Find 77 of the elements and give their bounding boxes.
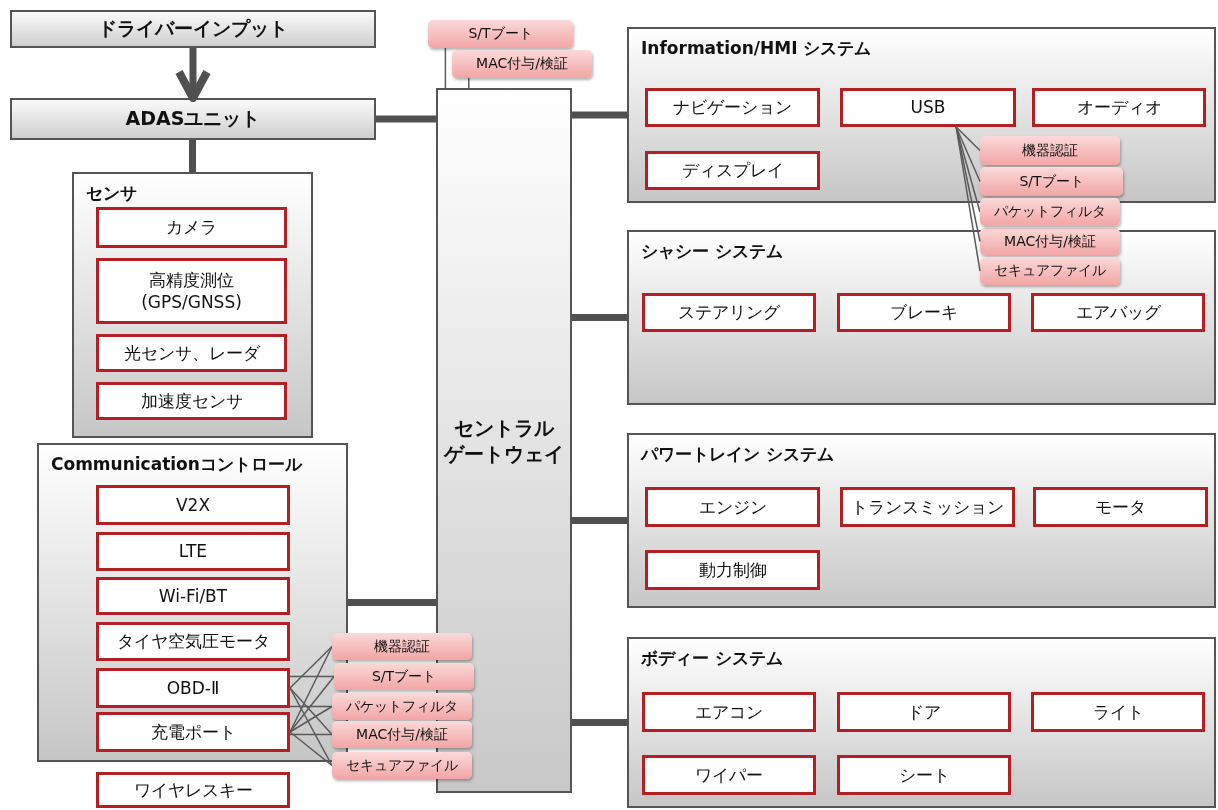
connector-line	[289, 687, 333, 736]
connector-line	[955, 126, 981, 213]
security-tag: S/Tブート	[334, 663, 474, 690]
unit-box: ADASユニット	[10, 98, 376, 140]
connector-line	[289, 687, 333, 767]
component-box: トランスミッション	[840, 487, 1015, 527]
connector-line	[289, 731, 333, 767]
component-box: エアバッグ	[1031, 293, 1205, 332]
connector-line	[572, 517, 627, 524]
connector-line	[955, 126, 981, 272]
connector-line	[289, 675, 335, 678]
component-box: ブレーキ	[837, 293, 1011, 332]
component-box: 光センサ、レーダ	[96, 334, 287, 372]
security-tag: 機器認証	[980, 136, 1120, 165]
component-box: Wi-Fi/BT	[96, 577, 290, 615]
connector-line	[444, 47, 447, 89]
security-tag: 機器認証	[332, 633, 472, 660]
component-box: 動力制御	[645, 550, 820, 590]
panel-heading: パワートレイン システム	[641, 443, 834, 466]
component-box: V2X	[96, 485, 290, 525]
component-box: タイヤ空気圧モータ	[96, 622, 290, 661]
security-tag: セキュアファイル	[980, 257, 1120, 285]
component-box: OBD-Ⅱ	[96, 668, 290, 708]
unit-box: ドライバーインプット	[10, 10, 376, 48]
connector-line	[955, 126, 981, 183]
connector-line	[348, 599, 436, 606]
component-box: LTE	[96, 532, 290, 571]
component-box: ディスプレイ	[645, 151, 820, 190]
arrow	[175, 48, 211, 102]
security-tag: S/Tブート	[980, 167, 1123, 196]
system-panel	[627, 230, 1216, 405]
component-box: ステアリング	[642, 293, 816, 332]
component-box: 充電ポート	[96, 712, 290, 752]
panel-heading: シャシー システム	[641, 240, 783, 263]
component-box: シート	[837, 755, 1011, 795]
component-box: カメラ	[96, 207, 287, 248]
connector-line	[955, 126, 981, 152]
system-panel	[72, 172, 313, 438]
connector-line	[189, 140, 196, 172]
system-panel	[627, 27, 1216, 203]
connector-line	[289, 705, 333, 733]
component-box: ドア	[837, 692, 1011, 732]
component-box: ライト	[1031, 692, 1205, 732]
panel-heading: Communicationコントロール	[51, 453, 302, 476]
component-box: ワイパー	[642, 755, 816, 795]
system-panel	[627, 433, 1216, 608]
component-box: 加速度センサ	[96, 382, 287, 420]
connector-line	[572, 111, 627, 119]
connector-line	[289, 733, 333, 736]
connector-line	[289, 705, 333, 708]
system-panel	[37, 443, 348, 762]
connector-line	[289, 645, 333, 733]
connector-line	[572, 314, 627, 321]
component-box: モータ	[1033, 487, 1208, 527]
security-tag: MAC付与/検証	[332, 721, 472, 748]
component-box: ナビゲーション	[645, 88, 820, 127]
connector-line	[468, 77, 470, 89]
panel-heading: ボディー システム	[641, 647, 783, 670]
component-box: ワイヤレスキー	[96, 772, 290, 808]
component-box: 高精度測位 (GPS/GNSS)	[96, 258, 287, 324]
connector-line	[376, 115, 436, 123]
connector-line	[572, 719, 627, 726]
panel-heading: Information/HMI システム	[641, 37, 872, 60]
security-tag: セキュアファイル	[332, 752, 472, 779]
connector-line	[289, 645, 333, 689]
system-panel	[627, 637, 1216, 808]
security-tag: パケットフィルタ	[980, 198, 1120, 226]
security-tag: MAC付与/検証	[452, 50, 592, 78]
panel-heading: センサ	[86, 182, 137, 205]
security-tag: MAC付与/検証	[980, 228, 1120, 255]
component-box: エンジン	[645, 487, 820, 527]
security-tag: パケットフィルタ	[332, 693, 472, 720]
security-tag: S/Tブート	[428, 20, 573, 48]
connector-line	[289, 675, 335, 733]
component-box: USB	[840, 88, 1016, 127]
component-box: エアコン	[642, 692, 816, 732]
component-box: オーディオ	[1032, 88, 1206, 127]
